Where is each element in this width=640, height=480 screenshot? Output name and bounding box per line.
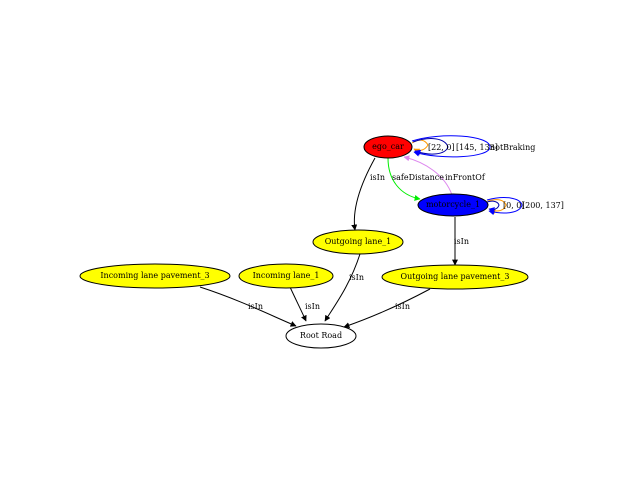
edge-label-moto-self2: [200, 137] (522, 201, 564, 210)
edge-outpav-isin (343, 288, 431, 329)
edge-label-in-front-of: inFrontOf (445, 173, 486, 182)
node-ego-car[interactable]: ego_car (363, 135, 413, 159)
edge-ego-isin (351, 157, 376, 231)
node-outgoing-lane-pavement-3-label: Outgoing lane pavement_3 (401, 272, 510, 281)
edge-label-ego-self2: [145, 133] (456, 143, 498, 152)
node-motorcycle[interactable]: motorcycle_1 (417, 193, 489, 217)
node-motorcycle-label: motorcycle_1 (426, 200, 480, 209)
edge-label-safe-distance: safeDistance (392, 173, 444, 182)
edge-label-moto-self: [0, 0] (503, 201, 525, 210)
node-incoming-lane-pavement-3-label: Incoming lane pavement_3 (100, 271, 209, 280)
edge-safe-distance (387, 157, 421, 201)
node-incoming-lane-1[interactable]: Incoming lane_1 (238, 263, 334, 289)
edge-label-out1-isin: isIn (349, 273, 364, 282)
edge-in1-isin (289, 286, 307, 322)
node-incoming-lane-pavement-3[interactable]: Incoming lane pavement_3 (79, 263, 231, 289)
edge-label-moto-isin: isIn (454, 237, 469, 246)
edge-label-outpav-isin: isIn (395, 302, 410, 311)
edge-label-ego-self: [22, 0] (428, 143, 455, 152)
edge-label-ego-notbraking: notBraking (490, 143, 535, 152)
node-outgoing-lane-pavement-3[interactable]: Outgoing lane pavement_3 (381, 264, 529, 290)
edge-in-front-of (403, 155, 453, 196)
node-ego-car-label: ego_car (372, 142, 404, 151)
edge-inpav-isin (199, 286, 297, 327)
node-root-road[interactable]: Root Road (285, 323, 357, 349)
edge-ego-self-loops (411, 135, 491, 158)
node-incoming-lane-1-label: Incoming lane_1 (253, 271, 320, 280)
edge-label-inpav-isin: isIn (248, 302, 263, 311)
edge-label-ego-isin: isIn (370, 173, 385, 182)
node-outgoing-lane-1-label: Outgoing lane_1 (325, 237, 392, 246)
edge-out1-isin (324, 253, 361, 322)
node-root-road-label: Root Road (300, 331, 342, 340)
node-outgoing-lane-1[interactable]: Outgoing lane_1 (312, 229, 404, 255)
edge-label-in1-isin: isIn (305, 302, 320, 311)
edge-moto-self-loops (486, 197, 523, 216)
